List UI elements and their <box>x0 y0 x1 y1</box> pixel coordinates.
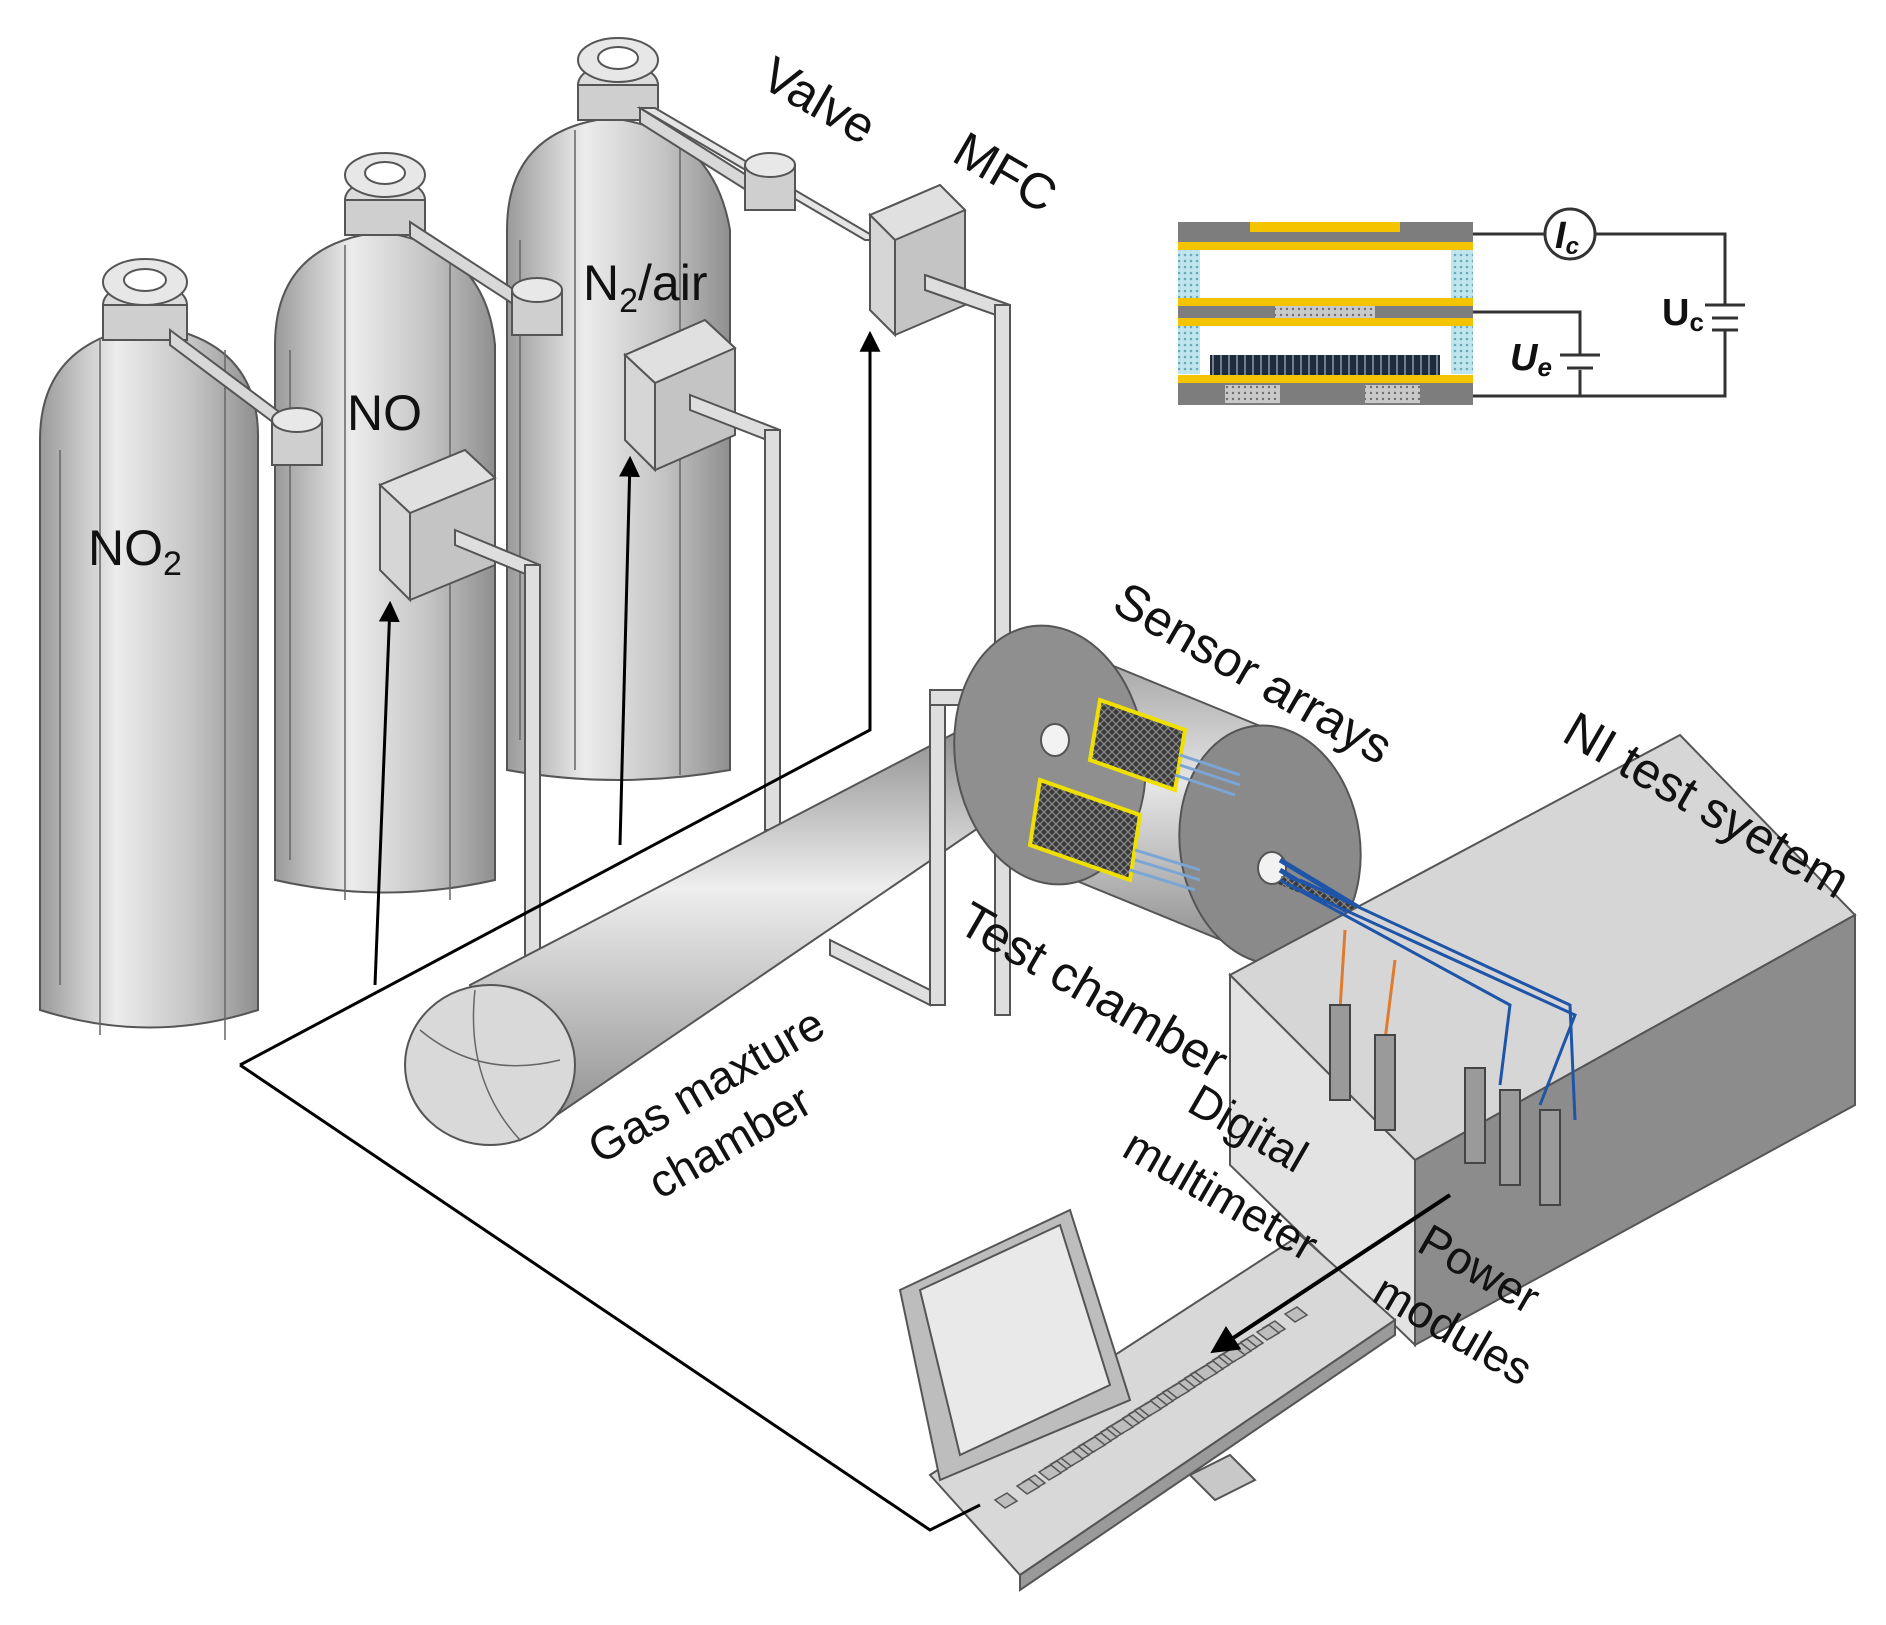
laptop-key <box>1137 1400 1163 1417</box>
sensor-array-1 <box>1087 697 1188 793</box>
valve-no <box>511 277 563 336</box>
mixture-to-chamber-pipe <box>829 689 1001 1007</box>
mfc-n2 <box>868 183 967 338</box>
valve-n2 <box>744 152 796 211</box>
laptop-key <box>1165 1382 1191 1399</box>
valve-no2 <box>271 407 323 466</box>
uc-label: Uc <box>1662 292 1704 337</box>
circuit-wiring <box>1473 232 1745 398</box>
control-lines <box>239 330 1452 1532</box>
n2-air-cylinder <box>506 37 731 781</box>
modules <box>1329 1004 1561 1206</box>
n2-air-label: N2/air <box>583 255 708 320</box>
sensor-array-2 <box>1027 777 1143 883</box>
mfc-no2 <box>378 448 497 603</box>
laptop-key <box>1283 1306 1309 1323</box>
mfc-no <box>623 318 737 473</box>
laptop-key <box>1037 1464 1063 1481</box>
laptop-key <box>993 1492 1019 1509</box>
laptop <box>898 1208 1397 1592</box>
ic-label: Ic <box>1555 215 1579 260</box>
no-label: NO <box>347 385 422 441</box>
instrument-wires <box>1279 878 1577 1121</box>
laptop-key <box>1109 1418 1135 1435</box>
valve-label: Valve <box>753 46 886 155</box>
device-cross-section <box>1178 222 1473 405</box>
laptop-keyboard <box>993 1306 1309 1509</box>
laptop-key <box>1015 1478 1041 1495</box>
ammeter-icon <box>1543 207 1597 261</box>
laptop-key <box>1081 1436 1107 1453</box>
no2-label: NO2 <box>88 520 182 583</box>
laptop-key <box>1255 1324 1281 1341</box>
laptop-key <box>1059 1450 1085 1467</box>
no2-cylinder <box>39 258 260 1040</box>
ue-label: Ue <box>1510 337 1552 382</box>
laptop-key <box>1193 1364 1219 1381</box>
